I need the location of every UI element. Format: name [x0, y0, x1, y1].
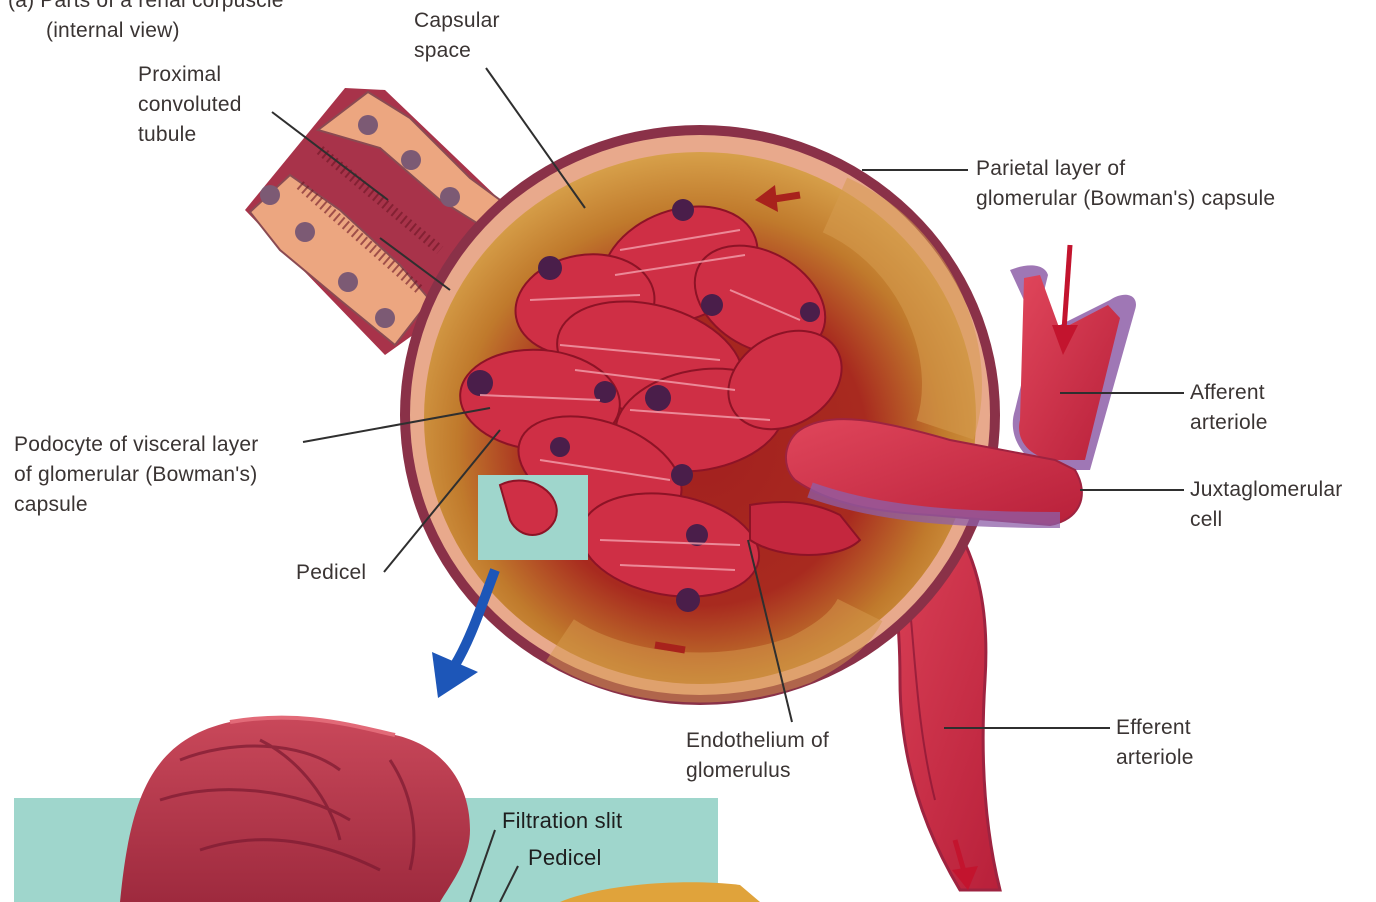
podocyte-line-3: capsule	[14, 490, 258, 520]
endothelium-line-2: glomerulus	[686, 756, 829, 786]
capsular-space-label: Capsular space	[414, 6, 500, 66]
proximal-tubule-line-3: tubule	[138, 120, 242, 150]
afferent-arteriole	[1010, 265, 1136, 470]
afferent-arteriole-line-1: Afferent	[1190, 378, 1268, 408]
filtration-slit-label: Filtration slit	[502, 806, 622, 836]
header-line-1: (a) Parts of a renal corpuscle	[8, 0, 284, 16]
parietal-layer-line-1: Parietal layer of	[976, 154, 1275, 184]
proximal-tubule-line-1: Proximal	[138, 60, 242, 90]
pedicel-label: Pedicel	[296, 558, 366, 588]
parietal-layer-label: Parietal layer of glomerular (Bowman's) …	[976, 154, 1275, 214]
pedicel-lower-text: Pedicel	[528, 843, 602, 873]
header-label: (a) Parts of a renal corpuscle (internal…	[8, 0, 284, 46]
endothelium-label: Endothelium of glomerulus	[686, 726, 829, 786]
afferent-arteriole-label: Afferent arteriole	[1190, 378, 1268, 438]
afferent-arteriole-line-2: arteriole	[1190, 408, 1268, 438]
capsular-space-line-2: space	[414, 36, 500, 66]
efferent-arteriole-line-2: arteriole	[1116, 743, 1194, 773]
parietal-layer-line-2: glomerular (Bowman's) capsule	[976, 184, 1275, 214]
podocyte-line-2: of glomerular (Bowman's)	[14, 460, 258, 490]
podocyte-label: Podocyte of visceral layer of glomerular…	[14, 430, 258, 520]
pedicel-inset-square	[478, 475, 588, 560]
filtration-slit-text: Filtration slit	[502, 806, 622, 836]
podocyte-closeup	[120, 718, 470, 902]
podocyte-line-1: Podocyte of visceral layer	[14, 430, 258, 460]
proximal-tubule-line-2: convoluted	[138, 90, 242, 120]
pedicel-lower-label: Pedicel	[528, 843, 602, 873]
capsular-space-line-1: Capsular	[414, 6, 500, 36]
header-line-2: (internal view)	[8, 16, 284, 46]
efferent-arteriole-label: Efferent arteriole	[1116, 713, 1194, 773]
endothelium-line-1: Endothelium of	[686, 726, 829, 756]
juxtaglomerular-cell-line-2: cell	[1190, 505, 1342, 535]
juxtaglomerular-cell-label: Juxtaglomerular cell	[1190, 475, 1342, 535]
proximal-tubule-label: Proximal convoluted tubule	[138, 60, 242, 150]
efferent-arteriole-line-1: Efferent	[1116, 713, 1194, 743]
juxtaglomerular-cell-line-1: Juxtaglomerular	[1190, 475, 1342, 505]
pedicel-upper-text: Pedicel	[296, 558, 366, 588]
